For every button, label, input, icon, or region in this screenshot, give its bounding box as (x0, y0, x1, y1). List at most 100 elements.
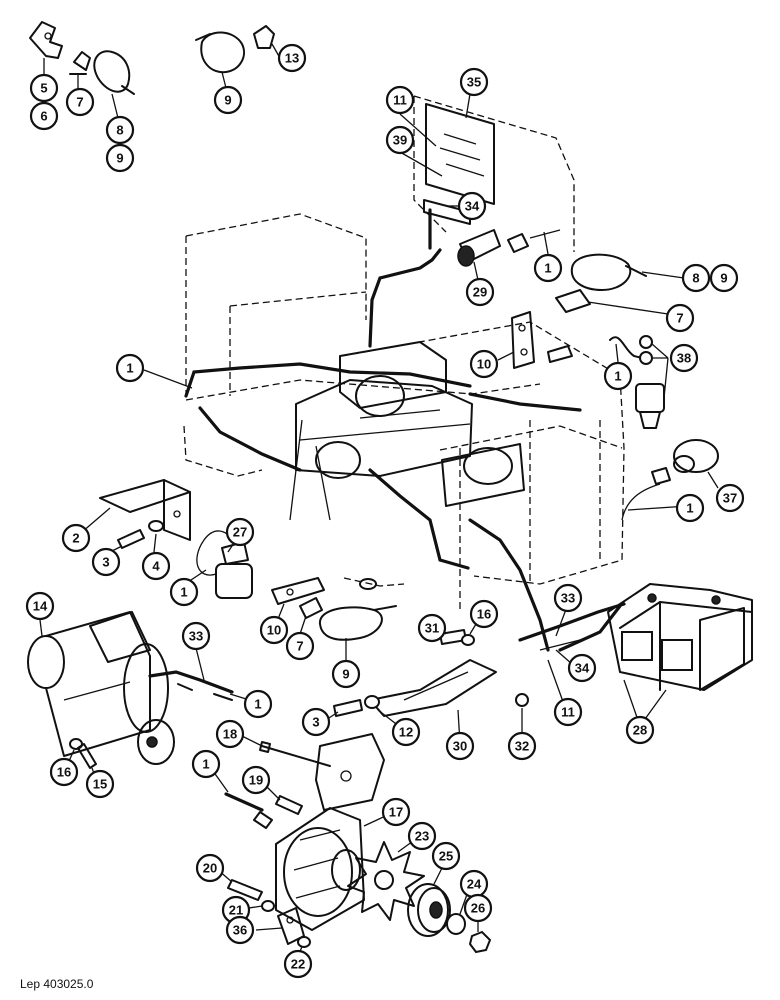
engine-block (295, 341, 525, 507)
callout: 5 (29, 73, 59, 103)
cable-part-33-left (148, 670, 234, 701)
callout: 16 (469, 599, 499, 629)
callout-label: 5 (40, 81, 47, 96)
callout: 13 (277, 43, 307, 73)
callout-label: 19 (249, 773, 263, 788)
callout: 26 (463, 893, 493, 923)
callout: 11 (385, 85, 415, 115)
nut-part-24 (446, 913, 466, 935)
callout-label: 17 (389, 805, 403, 820)
plate-part-10 (511, 311, 573, 369)
nut-part-26 (468, 930, 492, 954)
callout-label: 36 (233, 923, 247, 938)
callout: 28 (625, 715, 655, 745)
callout-label: 34 (465, 199, 480, 214)
callout-label: 7 (296, 639, 303, 654)
callout-label: 30 (453, 739, 467, 754)
callout: 35 (459, 67, 489, 97)
callout: 3 (301, 707, 331, 737)
callout: 19 (241, 765, 271, 795)
callout: 3 (91, 547, 121, 577)
callout: 15 (85, 769, 115, 799)
strap-part-9-top (195, 31, 245, 74)
callout: 11 (553, 697, 583, 727)
callout: 4 (141, 551, 171, 581)
callout: 9 (331, 659, 361, 689)
callout: 37 (715, 483, 745, 513)
callout-label: 9 (224, 93, 231, 108)
callout-label: 8 (692, 271, 699, 286)
callout: 33 (181, 621, 211, 651)
clip-part-7-lower (299, 597, 323, 619)
connector-plug-part-1-lower-right (621, 467, 671, 521)
callout-label: 32 (515, 739, 529, 754)
bolt-part-15 (77, 743, 97, 769)
callout-label: 13 (285, 51, 299, 66)
callout-label: 16 (57, 765, 71, 780)
washer-part-22 (297, 936, 311, 948)
callout-label: 1 (126, 361, 133, 376)
callout: 7 (285, 631, 315, 661)
engine-outline (183, 321, 625, 612)
callout-label: 9 (342, 667, 349, 682)
callout-label: 15 (93, 777, 107, 792)
bolt-nut-dashed-group (343, 577, 405, 590)
callout-label: 7 (76, 95, 83, 110)
callout: 24 (459, 869, 489, 899)
callout-label: 6 (40, 109, 47, 124)
nuts-part-38 (639, 335, 653, 365)
callout: 12 (391, 717, 421, 747)
callout-label: 10 (477, 357, 491, 372)
callout-label: 1 (544, 261, 551, 276)
washer-part-12 (364, 695, 380, 709)
callout: 25 (431, 841, 461, 871)
cable-part-1-alternator (224, 792, 273, 829)
callout: 16 (49, 757, 79, 787)
callout: 9 (213, 85, 243, 115)
connector-block-part-34 (423, 199, 471, 225)
callout: 18 (215, 719, 245, 749)
callout-label: 33 (189, 629, 203, 644)
callout-label: 27 (233, 525, 247, 540)
callout: 34 (567, 653, 597, 683)
callout: 27 (225, 517, 255, 547)
bolt-part-3-upper (117, 529, 145, 549)
callout-label: 12 (399, 725, 413, 740)
callout-label: 1 (202, 757, 209, 772)
bolt-part-31 (439, 629, 475, 646)
reference-number: Lep 403025.0 (20, 977, 94, 991)
callout-label: 1 (254, 697, 261, 712)
battery-cables (518, 602, 626, 651)
callout: 10 (469, 349, 499, 379)
callout-label: 18 (223, 727, 237, 742)
callout-label: 9 (720, 271, 727, 286)
callout-label: 16 (477, 607, 491, 622)
callout: 29 (465, 277, 495, 307)
callout: 30 (445, 731, 475, 761)
callout-label: 1 (614, 369, 621, 384)
callout: 23 (407, 821, 437, 851)
washer-part-21 (261, 900, 275, 912)
bracket-part-2 (99, 479, 191, 541)
callout: 8 (681, 263, 711, 293)
wiring-harness (184, 208, 622, 652)
callout: 39 (385, 125, 415, 155)
sensor-part-37 (673, 439, 719, 473)
pulley-part-25 (407, 883, 451, 937)
callout: 1 (169, 577, 199, 607)
washer-part-4 (148, 520, 164, 532)
clip-part-13 (253, 25, 275, 49)
callout-label: 20 (203, 861, 217, 876)
callout-label: 33 (561, 591, 575, 606)
callout: 1 (675, 493, 705, 523)
callout: 1 (115, 353, 145, 383)
callout-label: 38 (677, 351, 691, 366)
callout: 7 (65, 87, 95, 117)
callout: 17 (381, 797, 411, 827)
callout: 1 (603, 361, 633, 391)
callout: 22 (283, 949, 313, 979)
fan-part-23 (347, 841, 425, 921)
bracket-clip-part-5 (29, 21, 63, 59)
callout-label: 4 (152, 559, 160, 574)
